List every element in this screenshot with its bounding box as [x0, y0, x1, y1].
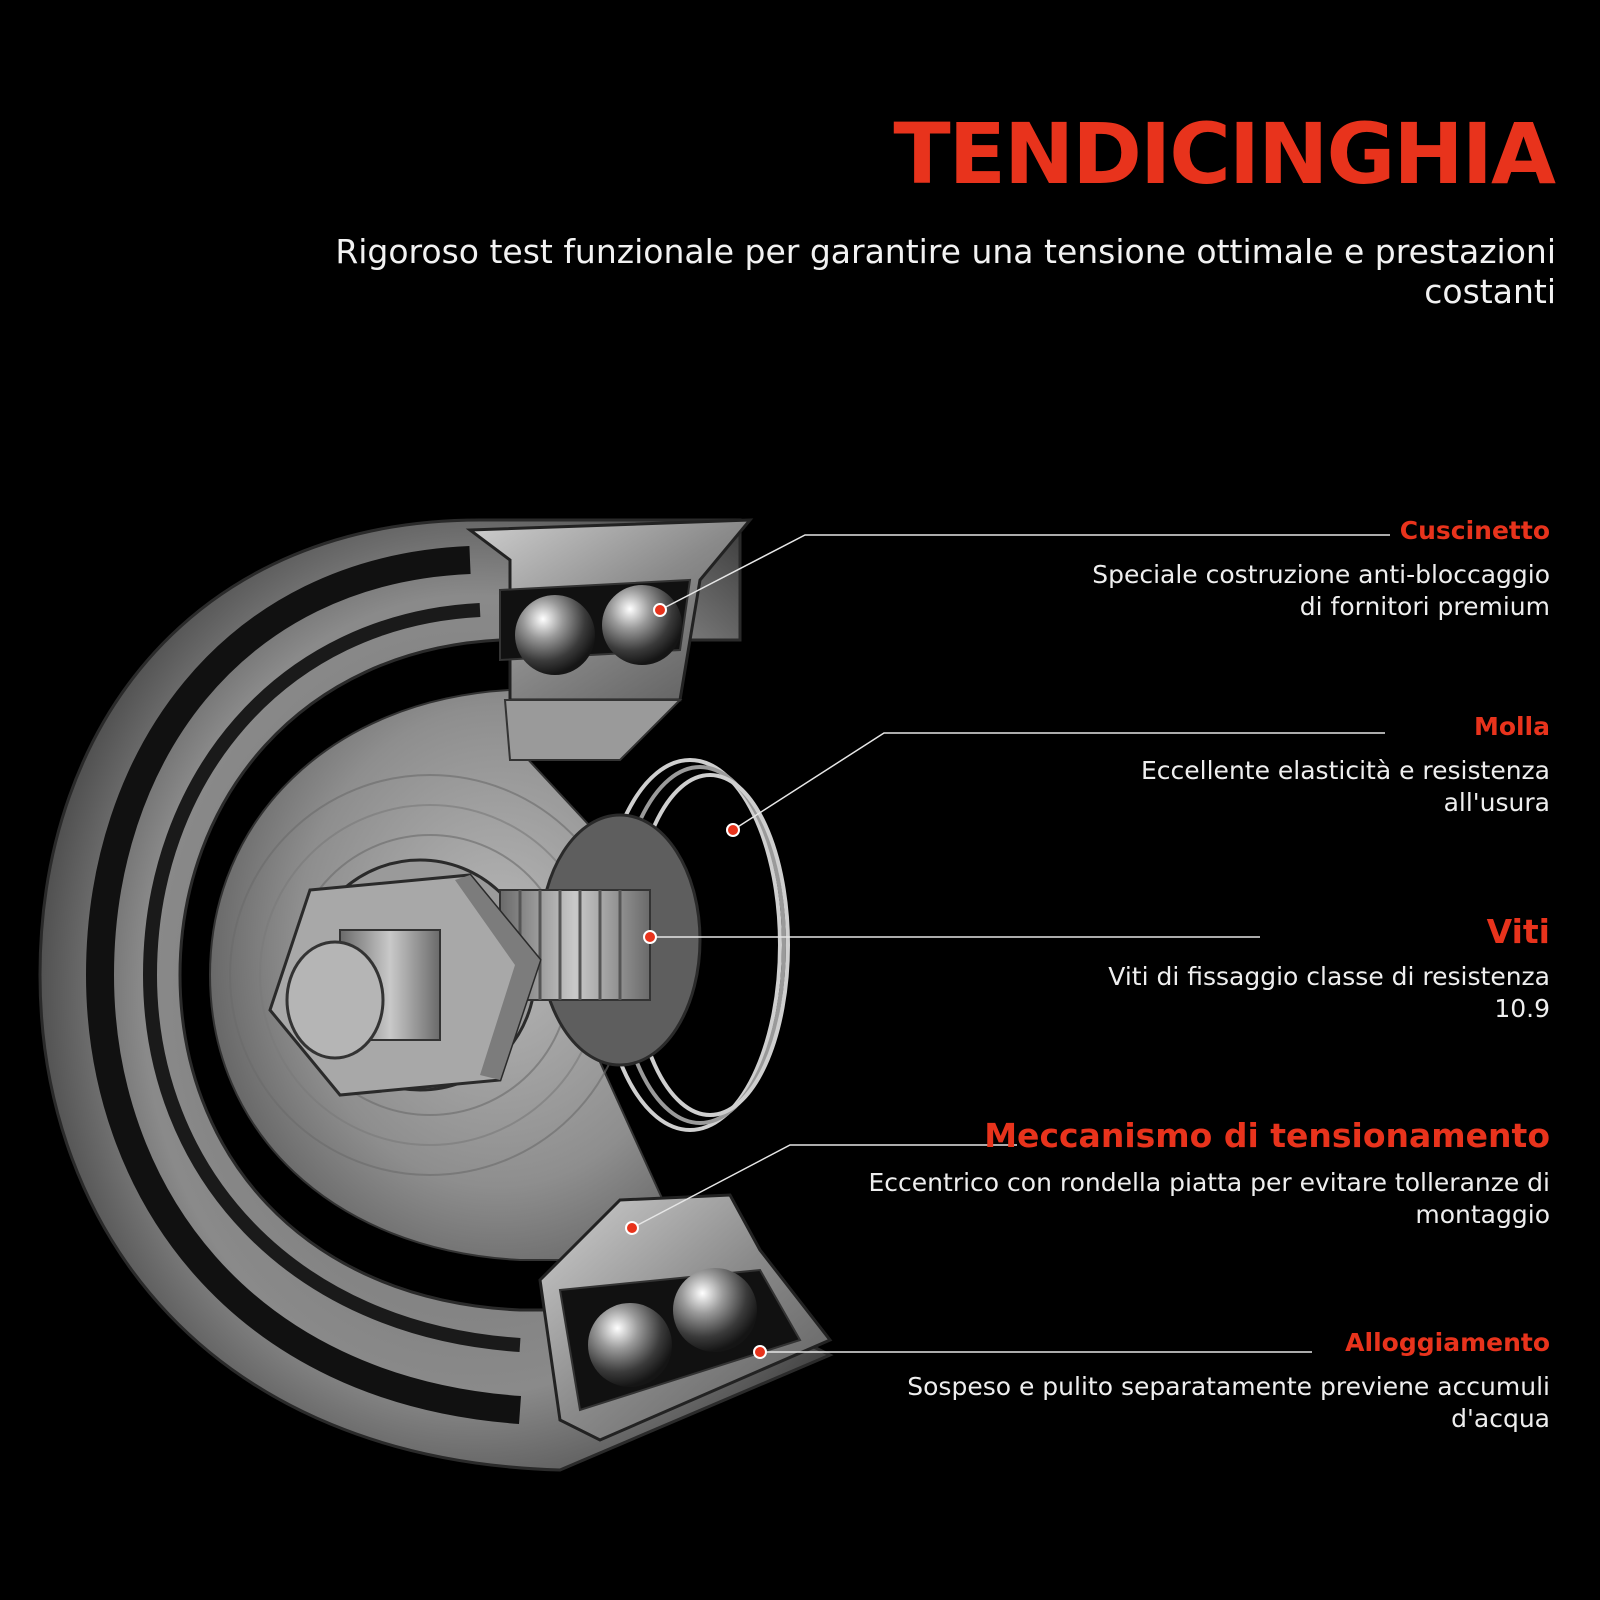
callout-alloggiamento: Alloggiamento Sospeso e pulito separatam… [830, 1328, 1550, 1435]
desc-line: Eccentrico con rondella piatta per evita… [868, 1168, 1551, 1197]
lower-ball-right [673, 1268, 757, 1352]
callout-description: Viti di fissaggio classe di resistenza 1… [1030, 961, 1550, 1025]
page-subtitle: Rigoroso test funzionale per garantire u… [335, 232, 1556, 311]
callout-title: Meccanismo di tensionamento [984, 1116, 1550, 1155]
callout-lines [631, 534, 1390, 1353]
callout-markers [625, 603, 767, 1359]
callout-line-meccanismo [631, 1144, 1017, 1229]
upper-ball-left [515, 595, 595, 675]
upper-ball-right [602, 585, 682, 665]
desc-line: montaggio [1415, 1200, 1550, 1229]
bolt-end [285, 929, 441, 1060]
desc-line: Sospeso e pulito separatamente previene … [907, 1372, 1550, 1401]
page-title: TENDICINGHIA [893, 105, 1556, 203]
callout-title: Cuscinetto [1399, 516, 1550, 545]
callout-description: Speciale costruzione anti-bloccaggio di … [990, 559, 1550, 623]
pulley-housing [38, 518, 834, 1472]
callout-molla: Molla Eccellente elasticità e resistenza… [1030, 712, 1550, 819]
marker-cuscinetto [653, 603, 667, 617]
callout-cuscinetto: Cuscinetto Speciale costruzione anti-blo… [990, 516, 1550, 623]
callout-description: Sospeso e pulito separatamente previene … [830, 1371, 1550, 1435]
callout-viti: Viti Viti di fissaggio classe di resiste… [1030, 912, 1550, 1025]
callout-description: Eccentrico con rondella piatta per evita… [790, 1167, 1551, 1231]
marker-meccanismo [625, 1221, 639, 1235]
callout-title: Viti [1486, 912, 1550, 951]
desc-line: Eccellente elasticità e resistenza [1141, 756, 1550, 785]
callout-title: Alloggiamento [1345, 1328, 1550, 1357]
desc-line: all'usura [1443, 788, 1550, 817]
desc-line: Viti di fissaggio classe di resistenza [1108, 962, 1550, 991]
callout-meccanismo-di-tensionamento: Meccanismo di tensionamento Eccentrico c… [790, 1116, 1551, 1231]
callout-line-molla [732, 732, 1385, 831]
desc-line: d'acqua [1451, 1404, 1550, 1433]
callout-line-cuscinetto [659, 534, 1390, 611]
callout-description: Eccellente elasticità e resistenza all'u… [1030, 755, 1550, 819]
lower-ball-left [588, 1303, 672, 1387]
callout-title: Molla [1473, 712, 1550, 741]
desc-line: di fornitori premium [1299, 592, 1550, 621]
desc-line: Speciale costruzione anti-bloccaggio [1092, 560, 1550, 589]
marker-alloggiamento [753, 1345, 767, 1359]
desc-line: 10.9 [1494, 994, 1550, 1023]
marker-molla [726, 823, 740, 837]
marker-viti [643, 930, 657, 944]
